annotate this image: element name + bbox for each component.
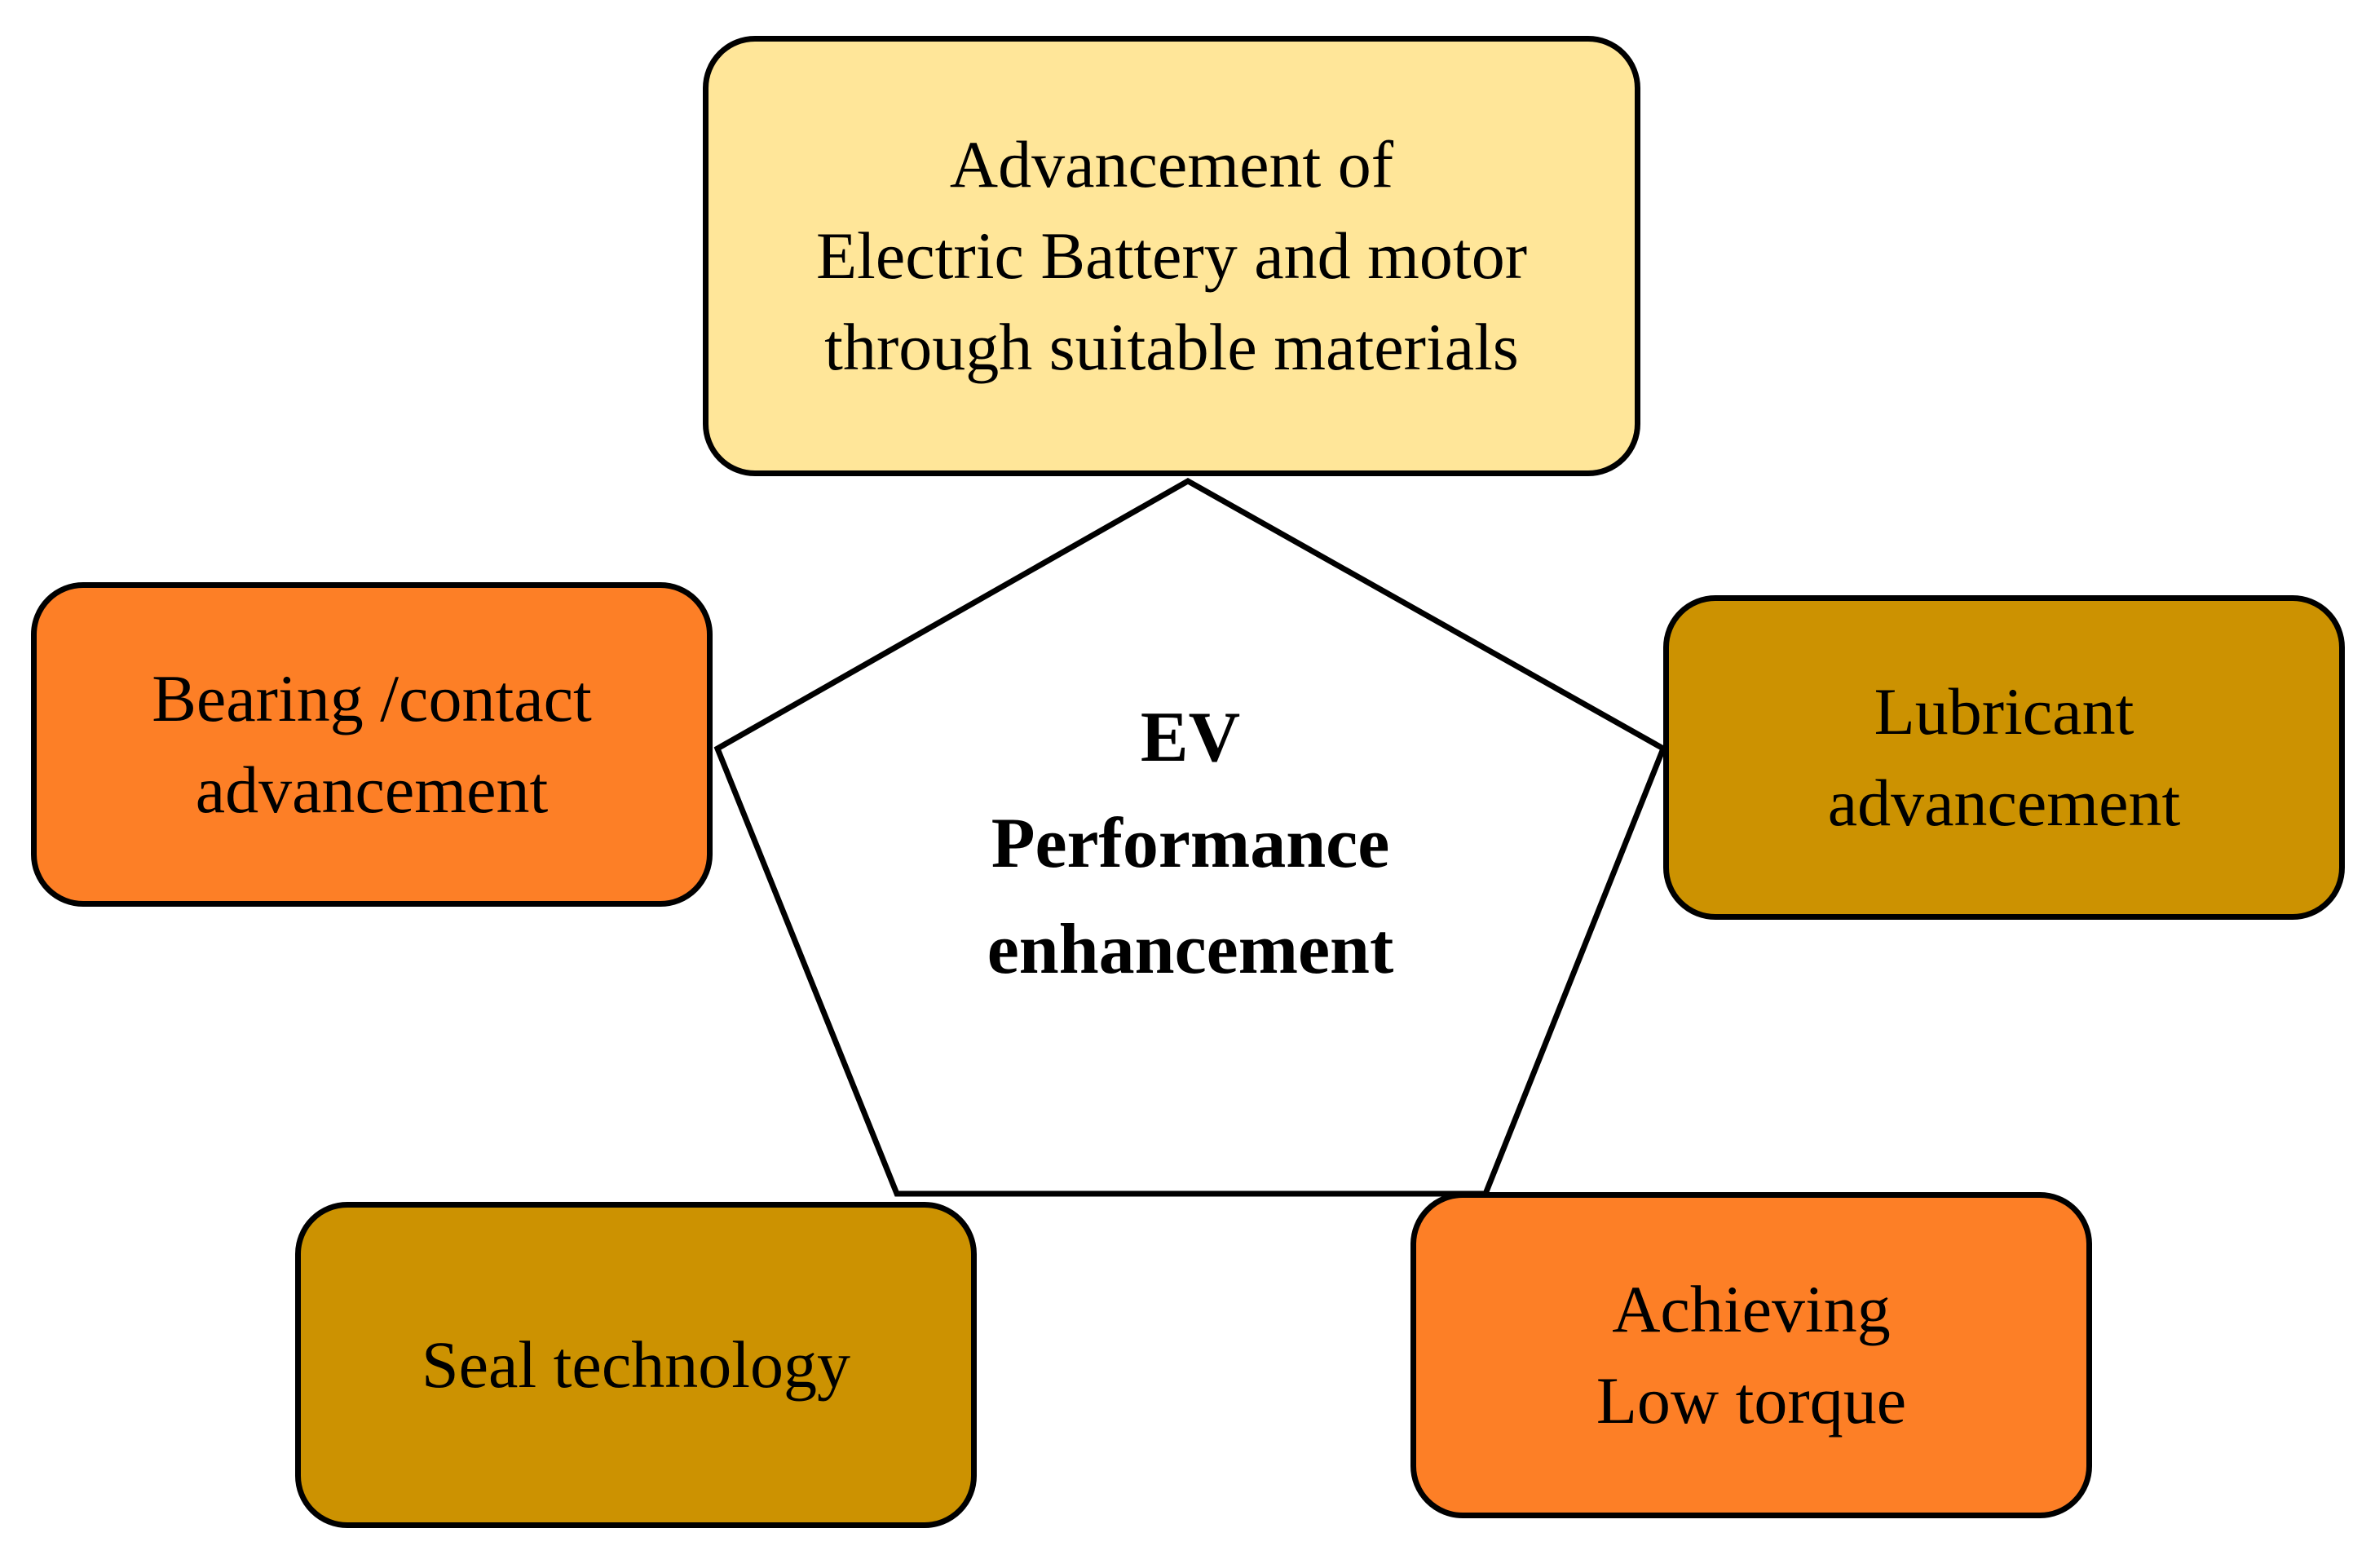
box-left-line-2: advancement bbox=[195, 753, 549, 827]
box-top-line-3: through suitable materials bbox=[824, 310, 1519, 384]
center-label-line-2: Performance bbox=[991, 804, 1390, 883]
center-label-line-1: EV bbox=[1140, 698, 1241, 777]
box-top-line-1: Advancement of bbox=[949, 127, 1394, 201]
center-label-line-3: enhancement bbox=[987, 910, 1394, 989]
box-left-line-1: Bearing /contact bbox=[152, 661, 592, 735]
box-top-line-2: Electric Battery and motor bbox=[815, 219, 1528, 293]
box-battery-motor-materials: Advancement of Electric Battery and moto… bbox=[703, 36, 1640, 476]
box-bearing-contact: Bearing /contact advancement bbox=[31, 582, 713, 907]
box-bottom-right-line-1: Achieving bbox=[1612, 1272, 1891, 1346]
center-pentagon bbox=[713, 477, 1667, 1197]
box-low-torque: Achieving Low torque bbox=[1410, 1192, 2092, 1518]
box-lubricant: Lubricant advancement bbox=[1663, 595, 2345, 920]
box-bottom-right-line-2: Low torque bbox=[1596, 1363, 1907, 1438]
center-label: EV Performance enhancement bbox=[864, 685, 1516, 1003]
box-right-line-1: Lubricant bbox=[1874, 674, 2134, 749]
box-right-line-2: advancement bbox=[1827, 766, 2181, 840]
box-seal-technology: Seal technology bbox=[295, 1202, 977, 1528]
box-bottom-left-line-1: Seal technology bbox=[421, 1327, 851, 1402]
